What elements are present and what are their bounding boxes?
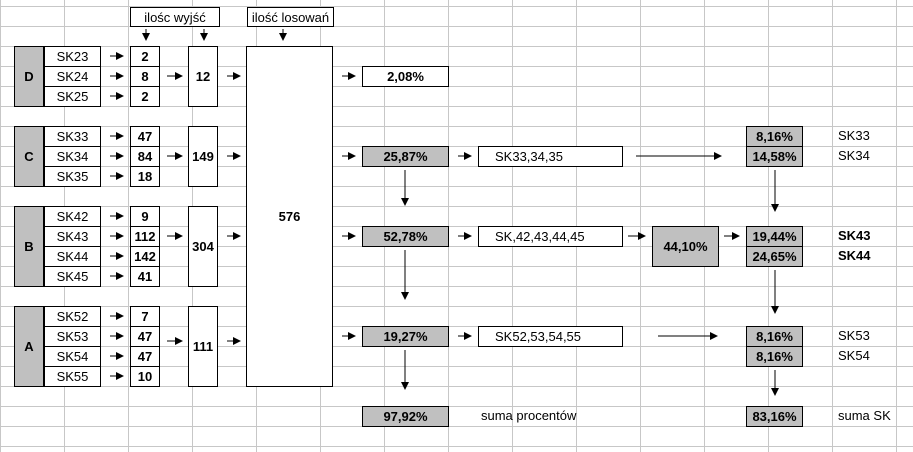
arrow-head	[714, 152, 722, 160]
count-cell: 142	[130, 246, 160, 267]
arrow-head	[348, 232, 356, 240]
arrow-head	[401, 382, 409, 390]
arrow-head	[464, 232, 472, 240]
arrow-head	[771, 388, 779, 396]
count-cell: 41	[130, 266, 160, 287]
sk-code-cell: SK53	[44, 326, 101, 347]
sk-code-cell: SK25	[44, 86, 101, 107]
arrow-head	[116, 72, 124, 80]
header-ilosc-wyjsc: ilośc wyjść	[130, 7, 220, 27]
set-label-b: SK,42,43,44,45	[478, 226, 623, 247]
set-label-c: SK33,34,35	[478, 146, 623, 167]
group-sum-c: 149	[188, 126, 218, 187]
count-cell: 47	[130, 126, 160, 147]
percent-c: 25,87%	[362, 146, 449, 167]
arrow-head	[116, 232, 124, 240]
sk-code-cell: SK35	[44, 166, 101, 187]
header-ilosc-losowan: ilość losowań	[247, 7, 334, 27]
arrow-head	[116, 132, 124, 140]
arrow-head	[200, 33, 208, 41]
count-cell: 10	[130, 366, 160, 387]
group-sum-a: 111	[188, 306, 218, 387]
arrow-head	[638, 232, 646, 240]
arrow-head	[116, 92, 124, 100]
result-label: SK33	[838, 128, 870, 143]
arrow-head	[175, 72, 183, 80]
arrow-head	[233, 72, 241, 80]
group-letter-d: D	[14, 46, 44, 107]
arrow-head	[116, 332, 124, 340]
arrow-head	[732, 232, 740, 240]
arrow-head	[771, 306, 779, 314]
sk-code-cell: SK45	[44, 266, 101, 287]
group-letter-b: B	[14, 206, 44, 287]
sk-sum-value: 83,16%	[746, 406, 803, 427]
arrow-head	[116, 272, 124, 280]
percent-a: 19,27%	[362, 326, 449, 347]
arrow-head	[771, 204, 779, 212]
arrow-head	[175, 337, 183, 345]
group-letter-c: C	[14, 126, 44, 187]
arrow-head	[348, 72, 356, 80]
arrow-head	[116, 312, 124, 320]
arrow-head	[175, 152, 183, 160]
b-sub-percent: 44,10%	[652, 226, 719, 267]
count-cell: 18	[130, 166, 160, 187]
result-value: 19,44%	[746, 226, 803, 247]
sk-code-cell: SK55	[44, 366, 101, 387]
arrow-head	[116, 212, 124, 220]
result-label: SK53	[838, 328, 870, 343]
arrow-head	[116, 252, 124, 260]
arrow-head	[116, 352, 124, 360]
result-value: 14,58%	[746, 146, 803, 167]
arrow-head	[710, 332, 718, 340]
result-value: 8,16%	[746, 346, 803, 367]
arrow-head	[464, 332, 472, 340]
arrow-head	[279, 33, 287, 41]
arrow-head	[348, 152, 356, 160]
arrow-head	[233, 152, 241, 160]
result-label: SK43	[838, 228, 871, 243]
result-label: SK44	[838, 248, 871, 263]
sk-sum-label: suma SK	[838, 408, 891, 423]
arrow-head	[233, 232, 241, 240]
arrow-head	[401, 292, 409, 300]
percent-b: 52,78%	[362, 226, 449, 247]
arrow-head	[116, 52, 124, 60]
percent-d: 2,08%	[362, 66, 449, 87]
arrow-head	[116, 152, 124, 160]
result-label: SK54	[838, 348, 870, 363]
result-label: SK34	[838, 148, 870, 163]
result-value: 8,16%	[746, 326, 803, 347]
percent-sum-label: suma procentów	[481, 408, 577, 423]
sk-code-cell: SK33	[44, 126, 101, 147]
arrow-head	[142, 33, 150, 41]
group-sum-d: 12	[188, 46, 218, 107]
set-label-a: SK52,53,54,55	[478, 326, 623, 347]
arrow-head	[233, 337, 241, 345]
arrow-head	[464, 152, 472, 160]
sk-code-cell: SK34	[44, 146, 101, 167]
arrow-head	[175, 232, 183, 240]
arrow-head	[401, 198, 409, 206]
count-cell: 84	[130, 146, 160, 167]
arrow-head	[116, 372, 124, 380]
total-draws-box: 576	[246, 46, 333, 387]
group-letter-a: A	[14, 306, 44, 387]
arrow-head	[348, 332, 356, 340]
percent-sum: 97,92%	[362, 406, 449, 427]
arrow-head	[116, 172, 124, 180]
group-sum-b: 304	[188, 206, 218, 287]
result-value: 24,65%	[746, 246, 803, 267]
count-cell: 2	[130, 86, 160, 107]
